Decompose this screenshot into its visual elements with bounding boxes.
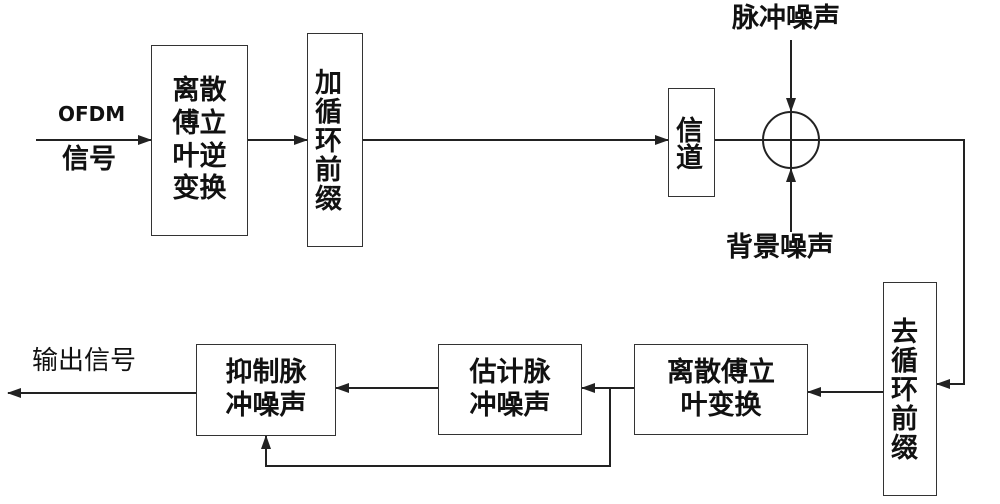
impulse-noise-label: 脉冲噪声 <box>732 3 840 34</box>
input-label-ofdm: OFDM <box>58 102 126 126</box>
suppress-label: 抑制脉 冲噪声 <box>225 357 307 421</box>
channel-label: 信道 <box>670 115 702 170</box>
channel-block: 信道 <box>668 88 715 197</box>
background-noise-label: 背景噪声 <box>726 232 834 263</box>
suppress-block: 抑制脉 冲噪声 <box>196 344 336 436</box>
add-cp-block: 加循环前缀 <box>307 33 363 247</box>
estimate-block: 估计脉 冲噪声 <box>438 344 582 435</box>
idft-label: 离散 傅立 叶逆 变换 <box>172 74 227 205</box>
remove-cp-label: 去循环前缀 <box>885 316 917 462</box>
arrow-feedback-to-suppress <box>261 388 611 467</box>
dft-block: 离散傅立 叶变换 <box>634 344 808 435</box>
dft-label: 离散傅立 叶变换 <box>667 356 775 421</box>
output-label: 输出信号 <box>32 346 137 376</box>
adder-symbol <box>762 111 820 169</box>
arrow-adder-to-remove-cp <box>819 139 965 389</box>
estimate-label: 估计脉 冲噪声 <box>469 356 551 421</box>
remove-cp-block: 去循环前缀 <box>883 282 937 496</box>
idft-block: 离散 傅立 叶逆 变换 <box>151 45 248 236</box>
input-label-signal: 信号 <box>62 144 116 175</box>
add-cp-label: 加循环前缀 <box>309 67 341 213</box>
